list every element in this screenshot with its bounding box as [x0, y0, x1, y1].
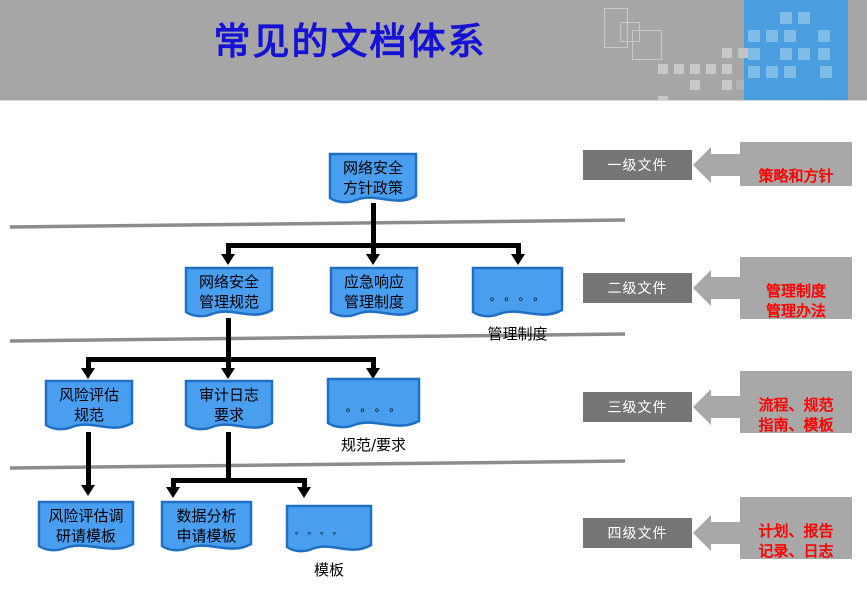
decorative-square-b3	[748, 30, 760, 42]
decorative-square-g7	[690, 80, 700, 90]
level-label-2-box[interactable]: 二级文件	[583, 273, 692, 303]
document-node-text: 模板	[313, 561, 344, 579]
document-node[interactable]: 应急响应 管理制度	[329, 266, 419, 321]
decorative-square-g3	[722, 64, 732, 74]
decorative-square-g8	[722, 80, 732, 90]
header-divider	[0, 100, 867, 104]
level-desc-1-box: 策略和方针	[740, 142, 852, 186]
decorative-square-g2	[738, 48, 748, 58]
level-desc-3-box: 流程、规范 指南、模板	[740, 371, 852, 434]
decorative-outline-square-1	[604, 8, 628, 48]
connector-l2-to-l3-drop-right	[371, 357, 376, 371]
decorative-square-g6	[674, 64, 684, 74]
level-label-1-box[interactable]: 一级文件	[583, 150, 692, 180]
document-shape-icon	[326, 377, 421, 429]
divider-line-3	[10, 459, 625, 470]
connector-l1-to-l2-drop-mid	[371, 243, 376, 257]
document-node[interactable]: 风险评估调 研请模板	[37, 500, 135, 555]
document-node[interactable]: 。。。。 模板	[285, 504, 373, 579]
document-shape-icon	[184, 379, 274, 431]
header-accent-panel	[744, 0, 848, 100]
decorative-square-g4	[706, 64, 716, 74]
connector-l3-to-l4-drop-right	[302, 478, 307, 490]
document-node[interactable]: 风险评估 规范	[44, 379, 134, 434]
decorative-square-b14	[820, 66, 832, 78]
level-desc-4-box: 计划、报告 记录、日志	[740, 497, 852, 560]
document-shape-icon	[160, 500, 253, 552]
level-desc-2-text: 管理制度 管理办法	[765, 282, 826, 320]
connector-l3-to-l4-bus	[171, 478, 307, 483]
connector-l2-to-l3-bus	[86, 357, 376, 362]
document-shape-icon	[329, 266, 419, 318]
arrowhead-l2-right	[511, 254, 525, 265]
decorative-square-b12	[766, 66, 778, 78]
document-shape-icon	[471, 266, 564, 318]
connector-l1-to-l2-drop-right	[516, 243, 521, 257]
arrowhead-l4-mid	[166, 487, 180, 498]
level-label-2-text: 二级文件	[607, 281, 668, 297]
connector-l3-to-l4-straight	[86, 432, 91, 488]
level-desc-4-text: 计划、报告 记录、日志	[758, 522, 834, 560]
level-arrow-1-icon	[693, 147, 741, 183]
arrowhead-l2-mid	[366, 254, 380, 265]
level-desc-1-text: 策略和方针	[758, 167, 834, 185]
connector-l2-to-l3-drop-mid	[226, 357, 231, 371]
decorative-square-b13	[784, 66, 796, 78]
document-node-text: 规范/要求	[340, 436, 407, 454]
document-shape-icon	[285, 504, 373, 553]
divider-line-2	[10, 332, 625, 343]
document-node[interactable]: 审计日志 要求	[184, 379, 274, 434]
decorative-square-g1	[722, 48, 732, 58]
level-desc-2-box: 管理制度 管理办法	[740, 257, 852, 320]
connector-l1-to-l2-drop-left	[226, 243, 231, 257]
connector-l1-to-l2-stem	[371, 203, 376, 247]
document-node[interactable]: 网络安全 方针政策	[328, 152, 418, 207]
decorative-square-b9	[798, 48, 810, 60]
level-label-3-box[interactable]: 三级文件	[583, 392, 692, 422]
level-arrow-2-icon	[693, 270, 741, 306]
arrowhead-l2-left	[221, 254, 235, 265]
connector-l2-to-l3-stem	[226, 318, 231, 362]
decorative-square-g10	[658, 96, 668, 100]
decorative-square-b8	[780, 48, 792, 60]
level-arrow-4-icon	[693, 515, 741, 551]
connector-l3-to-l4-drop-mid	[171, 478, 176, 490]
level-arrow-3-icon	[693, 389, 741, 425]
document-shape-icon	[328, 152, 418, 204]
document-node[interactable]: 。。。。 管理制度	[471, 266, 564, 343]
decorative-square-b10	[818, 48, 830, 60]
arrowhead-l3-mid	[221, 368, 235, 379]
page-title: 常见的文档体系	[213, 20, 487, 63]
level-desc-3-text: 流程、规范 指南、模板	[758, 396, 834, 434]
divider-line-1	[10, 218, 625, 229]
decorative-square-g5	[690, 64, 700, 74]
decorative-square-g11	[658, 64, 668, 74]
decorative-square-b5	[784, 30, 796, 42]
document-shape-icon	[44, 379, 134, 431]
decorative-square-b6	[818, 30, 830, 42]
document-shape-icon	[37, 500, 135, 552]
decorative-square-g9	[736, 80, 744, 90]
decorative-square-b11	[748, 66, 760, 78]
decorative-outline-square-2	[620, 22, 640, 42]
decorative-square-b4	[766, 30, 778, 42]
decorative-outline-square-3	[632, 30, 662, 60]
document-node[interactable]: 数据分析 申请模板	[160, 500, 253, 555]
document-shape-icon	[184, 266, 274, 318]
level-label-3-text: 三级文件	[607, 400, 668, 416]
connector-l2-to-l3-drop-left	[86, 357, 91, 371]
level-label-4-box[interactable]: 四级文件	[583, 518, 692, 548]
level-label-1-text: 一级文件	[607, 158, 668, 174]
arrowhead-l4-right	[297, 487, 311, 498]
decorative-square-b7	[748, 48, 760, 60]
connector-l3-to-l4-stem	[226, 432, 231, 482]
document-node[interactable]: 网络安全 管理规范	[184, 266, 274, 321]
decorative-square-b1	[780, 12, 792, 24]
decorative-square-b2	[798, 12, 810, 24]
level-label-4-text: 四级文件	[607, 526, 668, 542]
arrowhead-l3-right	[366, 368, 380, 379]
document-node[interactable]: 。。。。 规范/要求	[326, 377, 421, 454]
arrowhead-l4-left	[81, 485, 95, 496]
arrowhead-l3-left	[81, 368, 95, 379]
